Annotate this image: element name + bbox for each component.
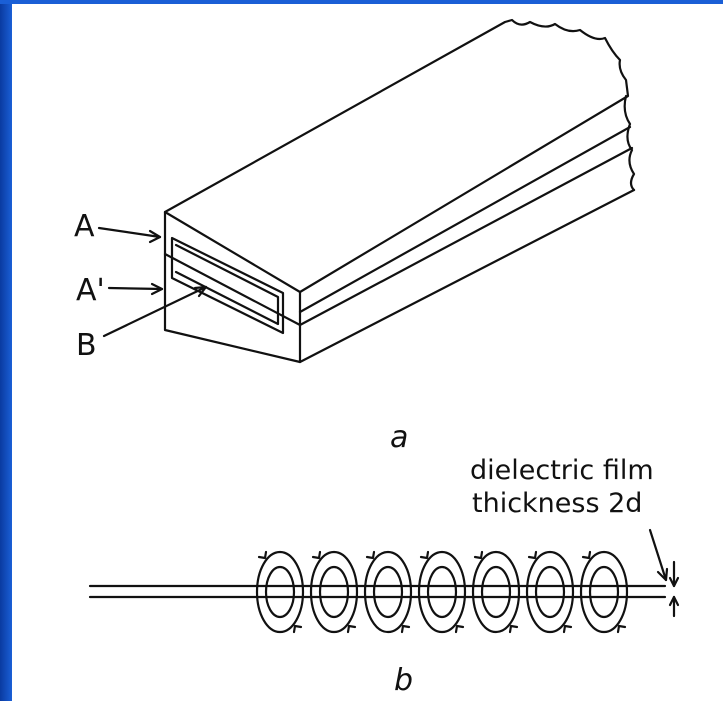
field-direction-arrow [311,550,322,560]
figure-panel [12,4,723,701]
slide-frame-left [0,0,12,701]
field-loop-inner [318,565,350,619]
layered-block [163,18,636,364]
layer-line-2 [298,146,634,327]
field-loop-outer [309,550,359,634]
field-direction-arrow [527,550,538,560]
field-direction-arrow [454,624,465,634]
arrow-A-prime [107,286,164,291]
field-direction-arrow [400,624,411,634]
field-loop-inner [588,565,620,619]
thickness-pointer [648,528,668,582]
field-loop-inner [372,565,404,619]
field-loop-inner [480,565,512,619]
field-loop-inner [264,565,296,619]
caption-b: b [394,663,413,698]
inner-conductor-outer [170,236,285,335]
field-loop-outer [579,550,629,634]
annotation-dielectric-film: dielectric film [470,455,654,486]
field-direction-arrow [473,550,484,560]
field-loops [255,550,629,634]
annotation-thickness: thickness 2d [472,488,642,519]
arrow-B [102,285,208,338]
field-direction-arrow [346,624,357,634]
field-direction-arrow [292,624,303,634]
field-direction-arrow [365,550,376,560]
thickness-marker [648,528,680,618]
layer-line-1 [298,125,632,314]
field-direction-arrow [581,550,592,560]
field-loop-inner [534,565,566,619]
arrow-A [97,226,162,239]
block-front-face [163,210,302,364]
field-direction-arrow [419,550,430,560]
slide-frame-top [0,0,723,4]
film-strip [88,584,667,599]
inner-conductor-inner [174,243,280,326]
field-direction-arrow [562,624,573,634]
field-loop-inner [426,565,458,619]
label-arrows [97,226,208,338]
label-A: A [74,209,95,244]
field-loop-outer [471,550,521,634]
field-loop-outer [417,550,467,634]
field-direction-arrow [616,624,627,634]
label-B: B [76,328,97,363]
field-direction-arrow [508,624,519,634]
block-side-bottom [298,188,636,364]
label-A-prime: A' [76,273,105,308]
block-torn-edge [623,94,636,192]
caption-a: a [390,420,408,455]
field-loop-outer [363,550,413,634]
block-top-face [163,18,630,294]
field-direction-arrow [257,550,268,560]
field-loop-outer [525,550,575,634]
front-layer-line [163,252,302,327]
field-loop-outer [255,550,305,634]
